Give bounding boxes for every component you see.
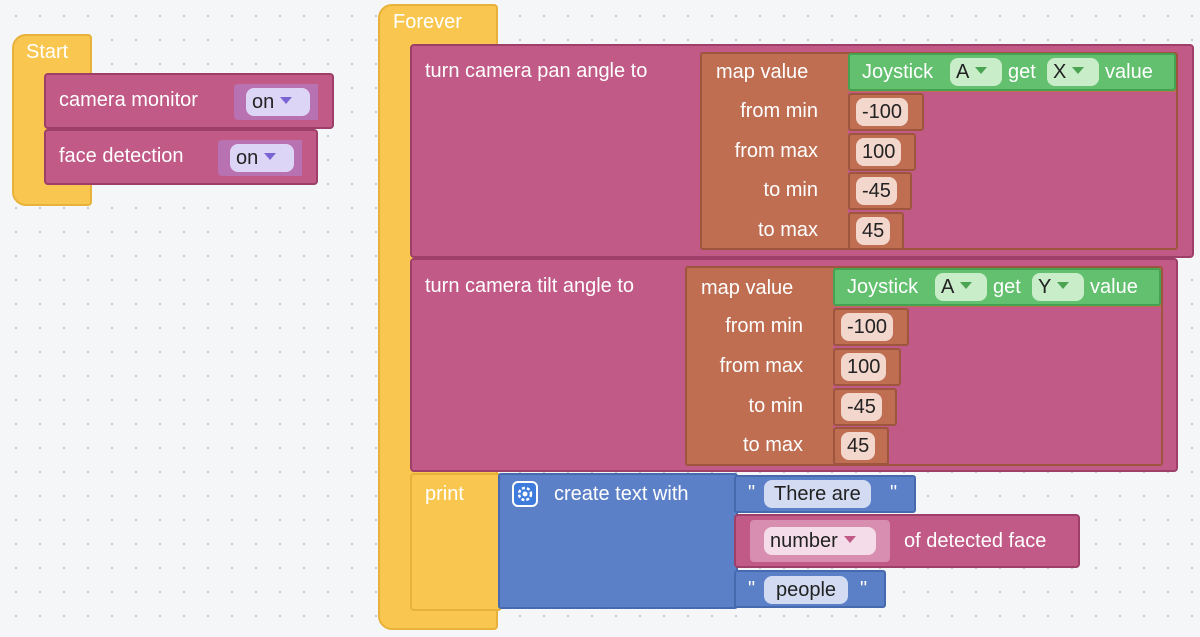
- tilt-from-max-label: from max: [719, 355, 803, 377]
- create-text-label: create text with: [554, 483, 689, 505]
- tilt-from-min-input[interactable]: -100: [841, 313, 894, 341]
- text-item-1-open-quote: ": [748, 482, 756, 504]
- create-text-block[interactable]: [498, 473, 738, 609]
- text-item-2-input[interactable]: people: [764, 576, 849, 604]
- face-detection-dropdown[interactable]: on: [230, 144, 294, 172]
- start-block-title: Start: [26, 41, 69, 63]
- tilt-joystick-get-label: get: [993, 276, 1021, 298]
- camera-pan-label: turn camera pan angle to: [425, 60, 648, 82]
- number-of-faces-suffix: of detected face: [904, 530, 1047, 552]
- pan-from-max-input[interactable]: 100: [856, 138, 902, 166]
- chevron-down-icon: [1072, 67, 1085, 75]
- number-dropdown-value: number: [770, 530, 838, 552]
- face-detection-label: face detection: [59, 145, 184, 167]
- tilt-joystick-block[interactable]: [833, 268, 1161, 306]
- tilt-joystick-port-dropdown[interactable]: A: [935, 273, 987, 301]
- pan-to-min-input[interactable]: -45: [856, 177, 897, 205]
- chevron-down-icon: [843, 536, 856, 544]
- camera-monitor-value: on: [252, 91, 275, 113]
- text-item-2-open-quote: ": [748, 578, 756, 600]
- tilt-from-min-label: from min: [725, 315, 803, 337]
- face-detection-value: on: [236, 147, 259, 169]
- pan-joystick-value-label: value: [1105, 61, 1153, 83]
- pan-from-min-label: from min: [740, 100, 818, 122]
- pan-from-min-input[interactable]: -100: [856, 98, 909, 126]
- pan-map-value-label: map value: [716, 61, 809, 83]
- camera-monitor-label: camera monitor: [59, 89, 198, 111]
- camera-monitor-dropdown[interactable]: on: [246, 88, 310, 116]
- pan-joystick-block[interactable]: [848, 53, 1176, 91]
- print-label: print: [425, 483, 464, 505]
- number-dropdown[interactable]: number: [764, 527, 876, 555]
- pan-to-max-label: to max: [757, 219, 818, 241]
- tilt-to-min-label: to min: [748, 395, 803, 417]
- tilt-joystick-port-value: A: [941, 276, 955, 298]
- tilt-map-value-label: map value: [701, 277, 794, 299]
- tilt-to-max-label: to max: [742, 434, 803, 456]
- tilt-joystick-axis-dropdown[interactable]: Y: [1032, 273, 1084, 301]
- forever-block-title: Forever: [393, 11, 462, 33]
- pan-joystick-axis-dropdown[interactable]: X: [1047, 58, 1099, 86]
- tilt-to-min-input[interactable]: -45: [841, 393, 882, 421]
- pan-to-max-input[interactable]: 45: [856, 217, 891, 245]
- pan-joystick-get-label: get: [1008, 61, 1036, 83]
- camera-tilt-label: turn camera tilt angle to: [425, 275, 634, 297]
- tilt-joystick-value-label: value: [1090, 276, 1138, 298]
- chevron-down-icon: [280, 97, 293, 105]
- tilt-to-max-input[interactable]: 45: [841, 432, 876, 460]
- tilt-joystick-axis-value: Y: [1038, 276, 1052, 298]
- chevron-down-icon: [975, 67, 988, 75]
- chevron-down-icon: [960, 282, 973, 290]
- pan-to-min-label: to min: [763, 179, 818, 201]
- pan-joystick-port-value: A: [956, 61, 970, 83]
- chevron-down-icon: [264, 153, 277, 161]
- pan-joystick-port-dropdown[interactable]: A: [950, 58, 1002, 86]
- tilt-from-max-input[interactable]: 100: [841, 353, 887, 381]
- tilt-joystick-label: Joystick: [847, 276, 919, 298]
- text-item-1-input[interactable]: There are: [764, 480, 871, 508]
- gear-icon[interactable]: [512, 481, 538, 507]
- chevron-down-icon: [1057, 282, 1070, 290]
- text-item-2-close-quote: ": [860, 578, 868, 600]
- pan-joystick-label: Joystick: [862, 61, 934, 83]
- pan-joystick-axis-value: X: [1053, 61, 1067, 83]
- pan-from-max-label: from max: [734, 140, 818, 162]
- text-item-1-close-quote: ": [890, 482, 898, 504]
